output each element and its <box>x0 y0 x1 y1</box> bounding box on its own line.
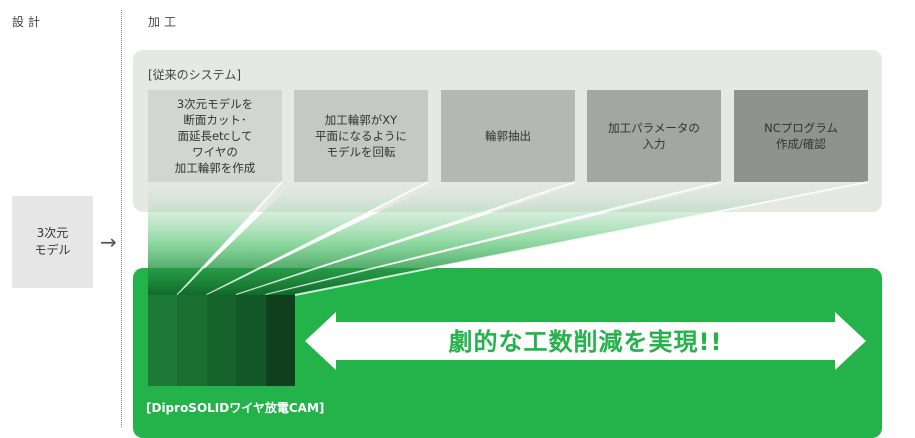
reduction-message: 劇的な工数削減を実現!! <box>448 328 723 356</box>
double-arrow-shape <box>305 312 866 370</box>
beam-edge-1 <box>176 181 283 296</box>
reduction-beams <box>148 181 869 296</box>
dipro-step-block <box>206 295 237 386</box>
beam-2 <box>177 182 428 295</box>
design-header: 設計 <box>12 15 45 29</box>
double-arrow <box>305 312 866 370</box>
legacy-system-label: [従来のシステム] <box>148 68 242 82</box>
dipro-step-block <box>265 295 295 386</box>
legacy-step-3: 輪郭抽出 <box>441 90 575 182</box>
beam-edge-5 <box>294 181 869 296</box>
beam-edge-2 <box>206 181 429 296</box>
arrow-right-icon: → <box>100 230 117 254</box>
legacy-step-5: NCプログラム 作成/確認 <box>734 90 868 182</box>
source-3d-model: 3次元 モデル <box>12 196 93 288</box>
legacy-step-4: 加工パラメータの 入力 <box>587 90 721 182</box>
beam-edge-4 <box>265 181 722 296</box>
legacy-step-1: 3次元モデルを 断面カット･ 面延長etcして ワイヤの 加工輪郭を作成 <box>148 90 282 182</box>
machining-header: 加工 <box>148 15 181 29</box>
beam-5 <box>265 182 869 295</box>
phase-divider <box>121 10 122 427</box>
beam-1 <box>148 182 282 295</box>
beam-3 <box>206 182 576 295</box>
beam-edge-3 <box>235 181 576 296</box>
dipro-step-block <box>236 295 266 386</box>
dipro-step-block <box>177 295 207 386</box>
dipro-label: [DiproSOLIDワイヤ放電CAM] <box>146 401 325 415</box>
legacy-step-2: 加工輪郭がXY 平面になるように モデルを回転 <box>294 90 428 182</box>
beam-4 <box>236 182 721 295</box>
dipro-step-block <box>148 295 178 386</box>
